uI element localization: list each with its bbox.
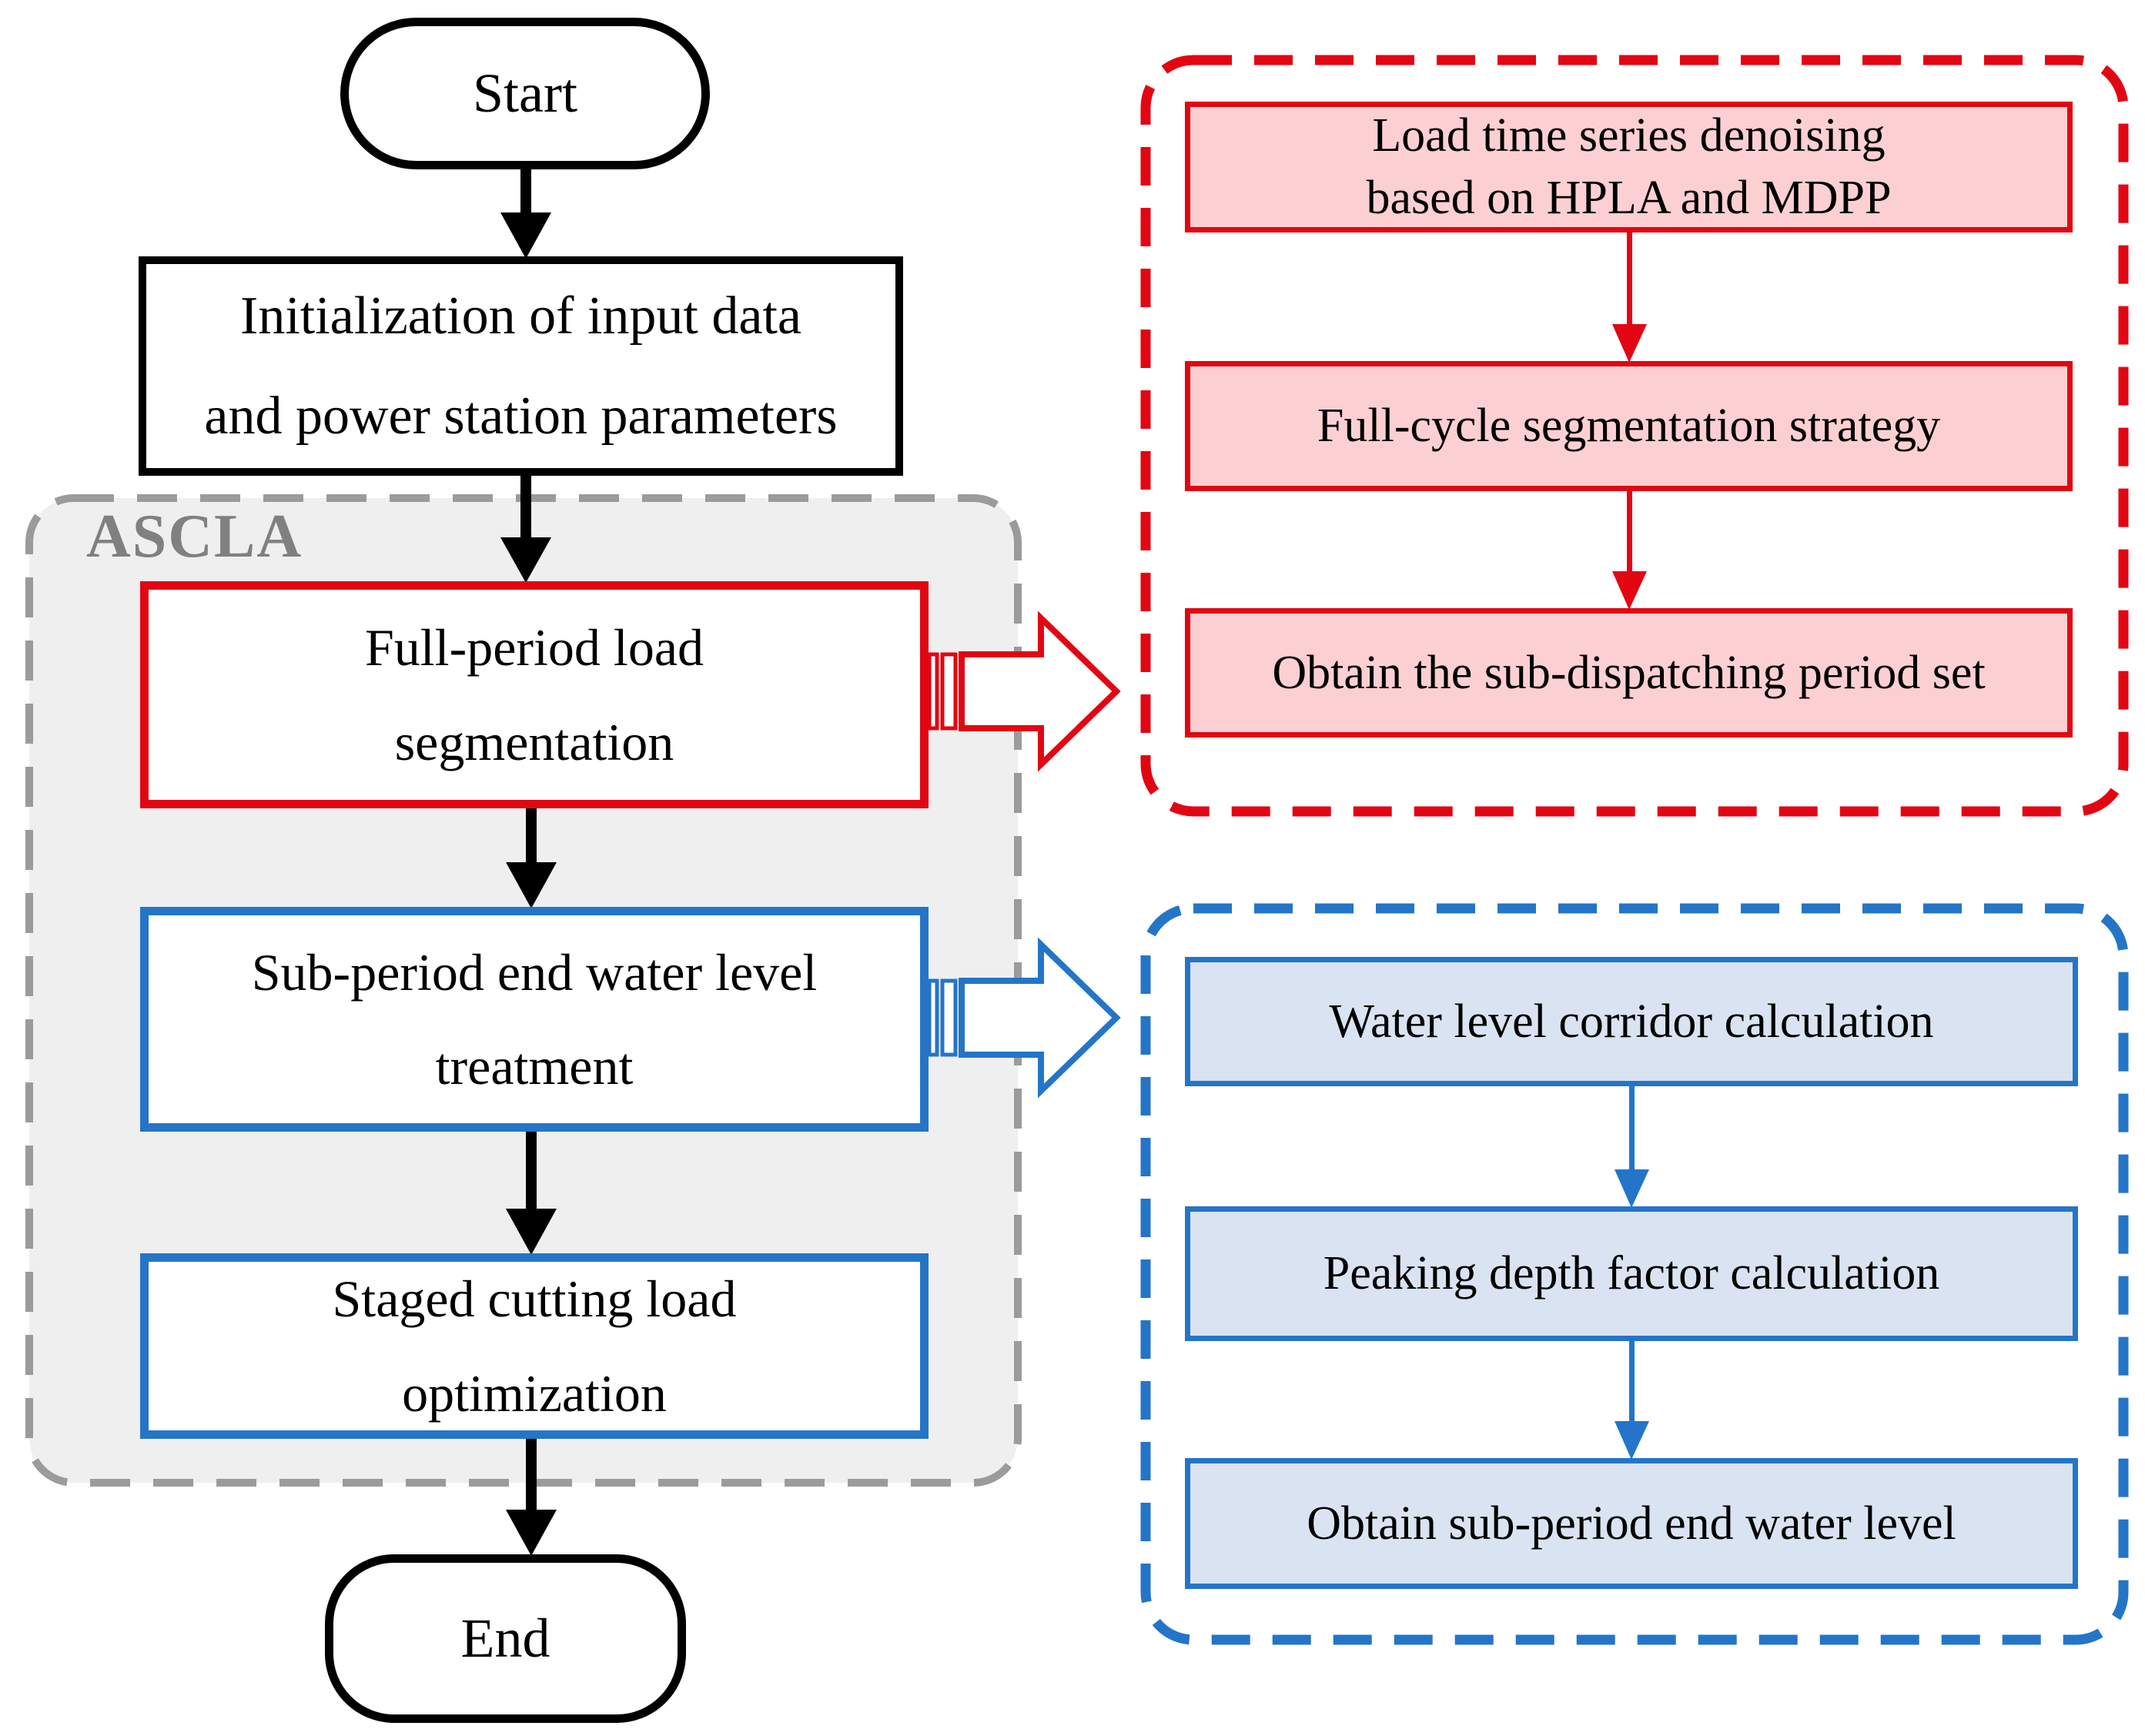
blue-step-water-level-corridor: Water level corridor calculation bbox=[1185, 957, 2078, 1086]
end-label: End bbox=[460, 1607, 550, 1669]
sub-period-end-water-level-box: Sub-period end water level treatment bbox=[140, 907, 929, 1132]
blue-flow-arrows bbox=[1615, 1086, 1649, 1460]
blue-step-peaking-depth-factor: Peaking depth factor calculation bbox=[1185, 1206, 2078, 1341]
red-step-obtain-sub-dispatching-period: Obtain the sub-dispatching period set bbox=[1185, 608, 2073, 738]
arrow-blue-step1-to-step2-icon bbox=[1615, 1086, 1649, 1208]
blue-step-3-label: Obtain sub-period end water level bbox=[1307, 1497, 1956, 1550]
black-flow-arrows bbox=[500, 169, 557, 1556]
blue-step-1-label: Water level corridor calculation bbox=[1329, 995, 1934, 1048]
red-step-2-label: Full-cycle segmentation strategy bbox=[1317, 400, 1941, 453]
red-step-load-time-series-denoising: Load time series denoising based on HPLA… bbox=[1185, 102, 2073, 232]
init-label: Initialization of input data and power s… bbox=[204, 286, 838, 446]
staged-cutting-load-optimization-box: Staged cutting load optimization bbox=[140, 1253, 929, 1439]
red-step-3-label: Obtain the sub-dispatching period set bbox=[1272, 646, 1986, 699]
red-step-1-label: Load time series denoising based on HPLA… bbox=[1366, 109, 1892, 224]
red-flow-arrows bbox=[1612, 232, 1647, 610]
full-period-load-segmentation-box: Full-period load segmentation bbox=[140, 581, 929, 808]
end-terminator: End bbox=[325, 1554, 686, 1723]
striped-arrow-to-red-panel-icon bbox=[927, 610, 1121, 772]
arrow-red-step2-to-step3-icon bbox=[1612, 491, 1647, 610]
arrow-fullperiod-to-subperiod-icon bbox=[506, 808, 557, 908]
arrow-start-to-init-icon bbox=[500, 169, 551, 259]
blue-step-2-label: Peaking depth factor calculation bbox=[1323, 1247, 1940, 1300]
arrow-subperiod-to-staged-icon bbox=[506, 1132, 557, 1255]
arrow-red-step1-to-step2-icon bbox=[1612, 232, 1647, 363]
red-step-full-cycle-segmentation: Full-cycle segmentation strategy bbox=[1185, 361, 2073, 491]
arrow-blue-step2-to-step3-icon bbox=[1615, 1341, 1649, 1460]
striped-arrow-to-blue-panel-icon bbox=[927, 937, 1121, 1099]
blue-step-obtain-sub-period-end-water-level: Obtain sub-period end water level bbox=[1185, 1458, 2078, 1589]
start-label: Start bbox=[473, 62, 577, 124]
full-period-label: Full-period load segmentation bbox=[364, 618, 704, 771]
staged-label: Staged cutting load optimization bbox=[332, 1269, 737, 1423]
arrow-staged-to-end-icon bbox=[506, 1439, 557, 1556]
arrow-init-to-fullperiod-icon bbox=[500, 476, 551, 583]
start-terminator: Start bbox=[340, 18, 710, 169]
init-process-box: Initialization of input data and power s… bbox=[139, 256, 903, 476]
ascla-group-label: ASCLA bbox=[86, 503, 303, 570]
sub-period-label: Sub-period end water level treatment bbox=[251, 942, 818, 1095]
